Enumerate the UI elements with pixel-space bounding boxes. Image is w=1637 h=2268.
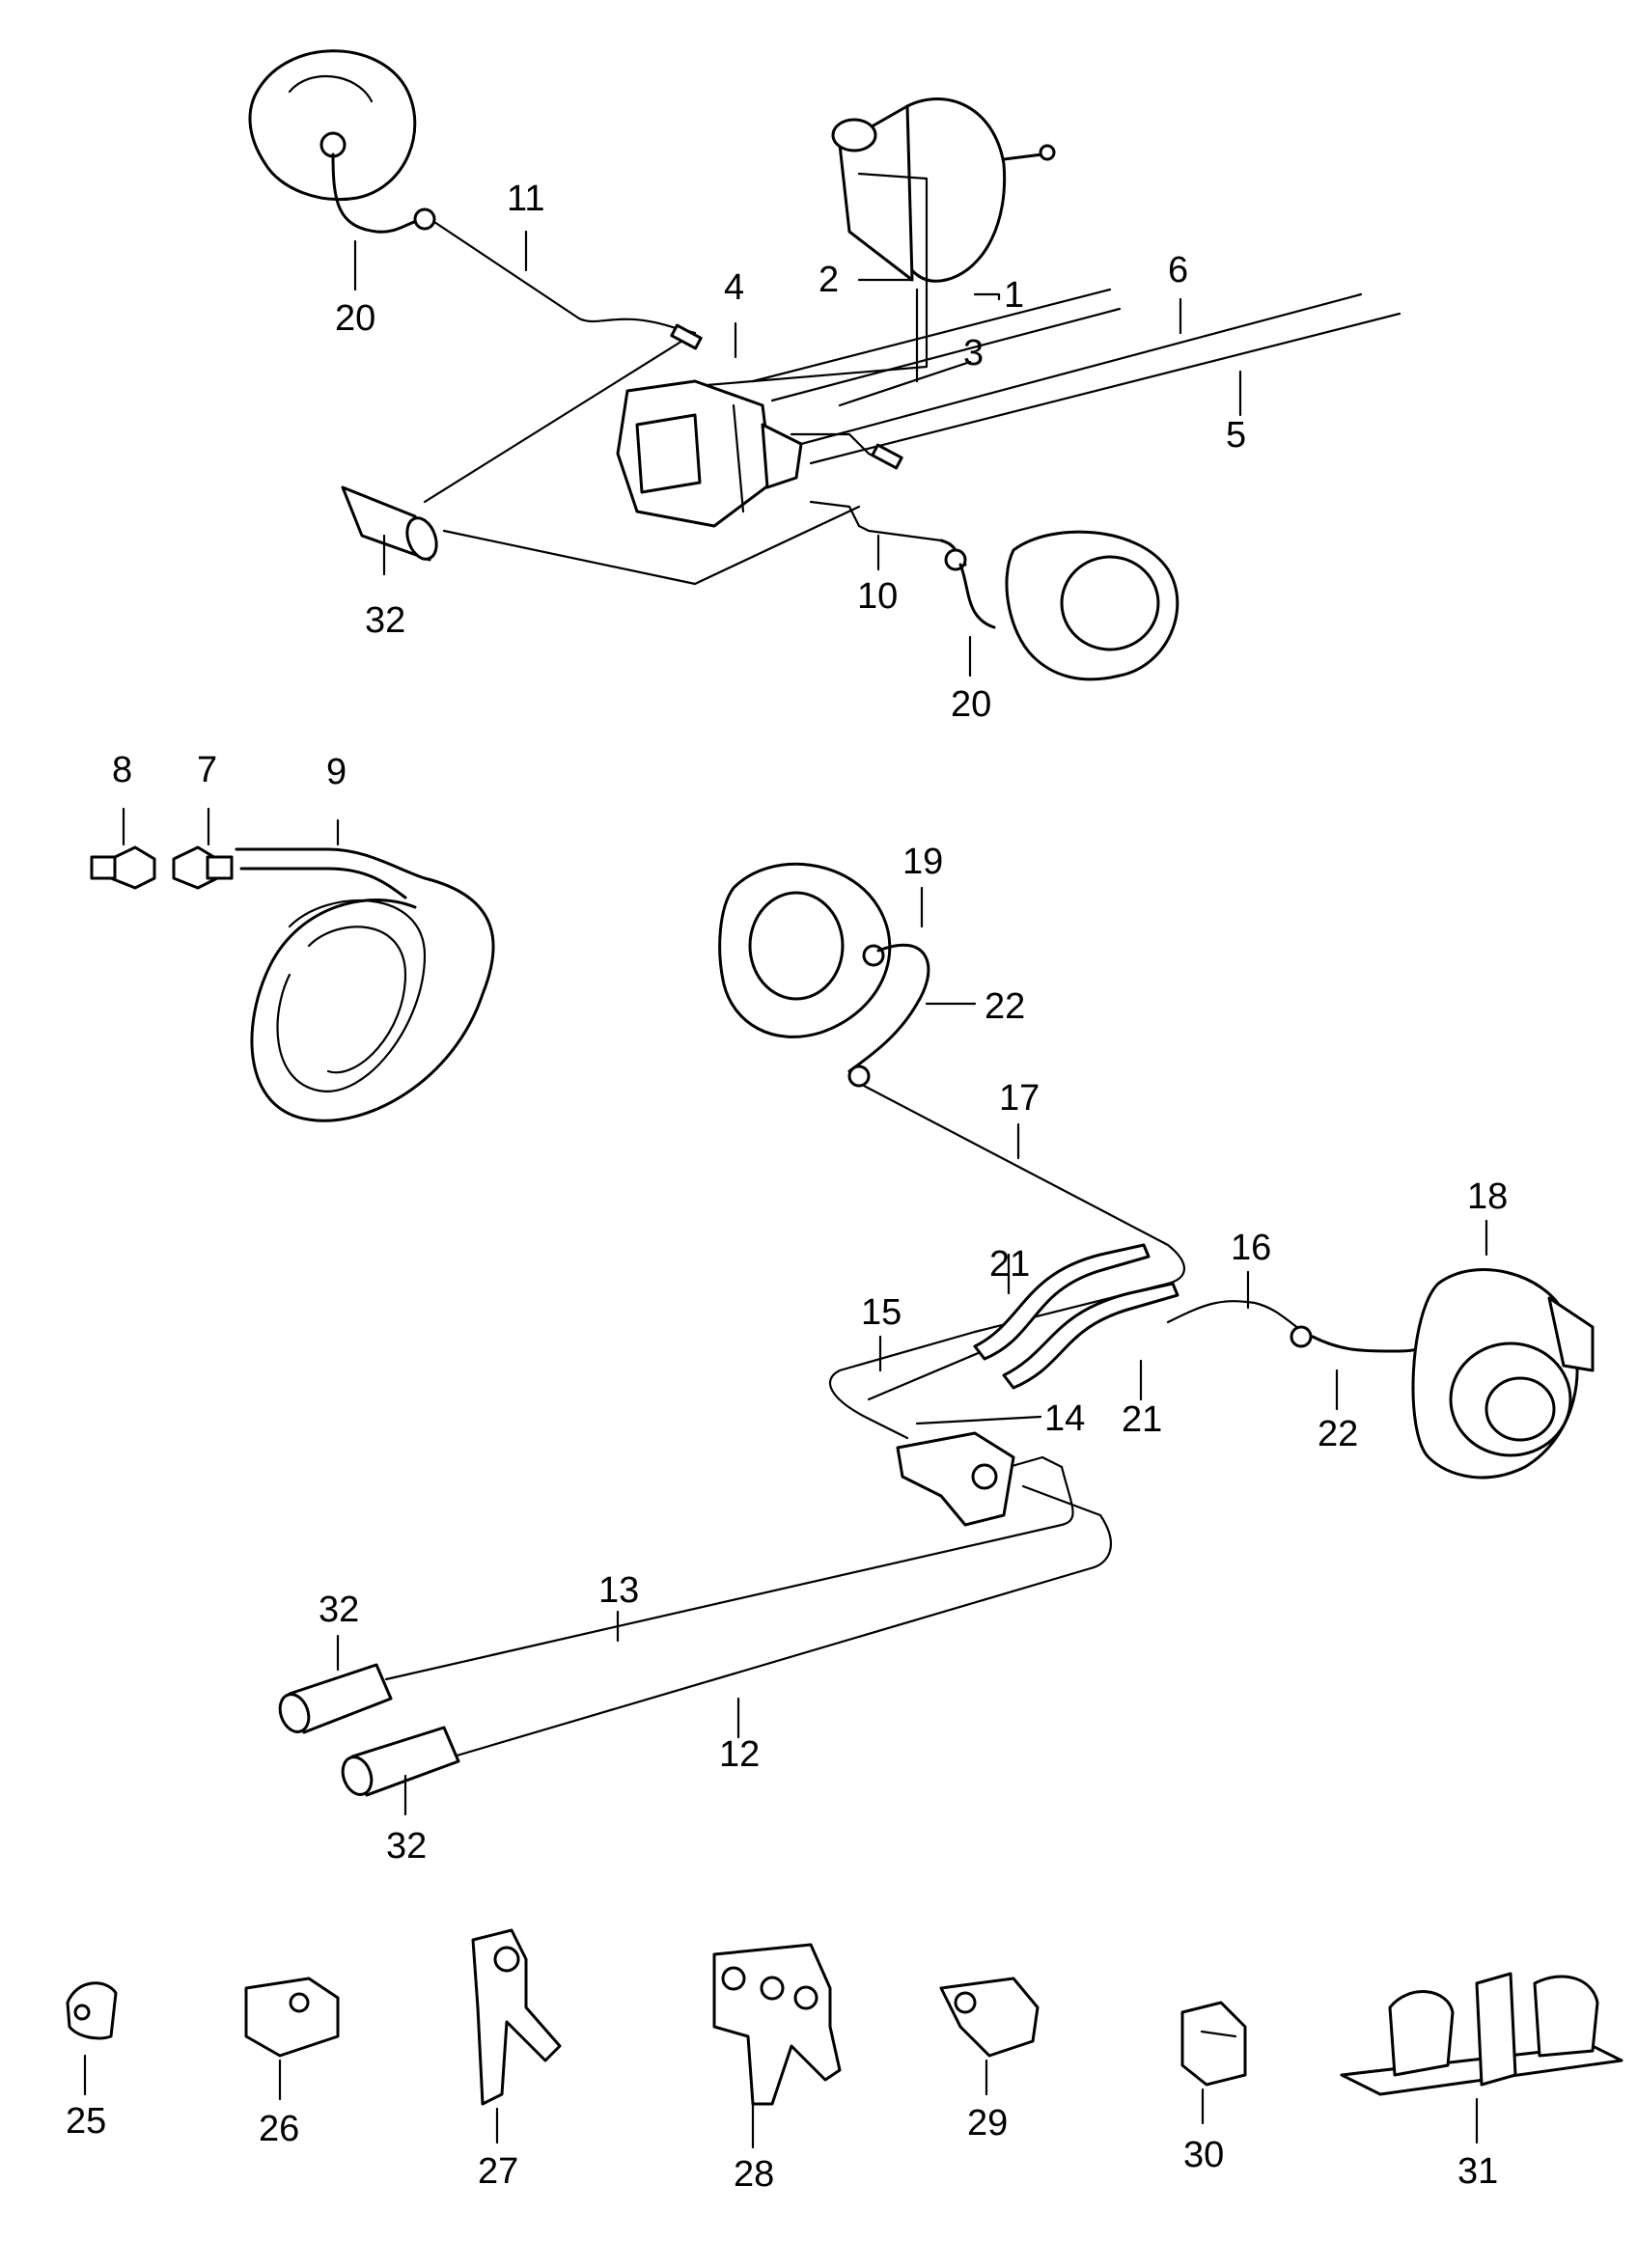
front-right-brake-disc — [939, 530, 1179, 681]
callout-17: 17 — [999, 1078, 1040, 1119]
callout-3: 3 — [963, 333, 984, 373]
callout-9: 9 — [326, 752, 347, 792]
callout-8: 8 — [112, 750, 132, 790]
callout-6: 6 — [1168, 250, 1188, 290]
clip-28 — [712, 1943, 842, 2106]
clip-27 — [471, 1928, 562, 2106]
callout-4: 4 — [724, 267, 744, 308]
callout-11: 11 — [507, 179, 544, 219]
callout-21-upper: 21 — [989, 1244, 1030, 1285]
union-screw-7 — [172, 845, 234, 890]
callout-13: 13 — [598, 1570, 639, 1611]
callout-30: 30 — [1183, 2135, 1224, 2175]
callout-32-rear-upper: 32 — [319, 1590, 359, 1630]
rear-right-brake-drum — [1290, 1268, 1595, 1480]
clip-30 — [1180, 2001, 1247, 2087]
callout-18: 18 — [1467, 1176, 1508, 1217]
callout-21-lower: 21 — [1122, 1399, 1162, 1440]
brake-line-coil — [235, 847, 495, 1122]
callout-14: 14 — [1044, 1398, 1085, 1439]
brake-hose-21-upper — [973, 1243, 1151, 1361]
callout-16: 16 — [1231, 1228, 1271, 1268]
leader-lines — [83, 230, 1488, 2149]
hydraulic-unit — [616, 379, 803, 528]
brake-servo-master-cylinder — [693, 97, 1056, 388]
connector-32-rear-upper — [278, 1663, 393, 1734]
union-fitting-top-1 — [670, 323, 703, 350]
brake-hose-21-lower — [1002, 1282, 1179, 1390]
clip-26 — [244, 1977, 340, 2058]
clip-25 — [66, 1981, 118, 2040]
callout-20-front-left: 20 — [335, 298, 375, 339]
union-screw-8 — [90, 845, 156, 890]
callout-22-rear-right: 22 — [1318, 1414, 1358, 1454]
callout-31: 31 — [1457, 2151, 1498, 2192]
callout-20-front-right: 20 — [951, 684, 991, 725]
callout-12: 12 — [719, 1734, 760, 1775]
callout-32-top: 32 — [365, 600, 405, 641]
callout-32-rear-lower: 32 — [386, 1826, 427, 1867]
callout-15: 15 — [861, 1292, 902, 1333]
top-brake-lines — [423, 220, 1401, 586]
callout-28: 28 — [734, 2154, 774, 2195]
callout-22-rear-left: 22 — [985, 986, 1025, 1027]
callout-10: 10 — [857, 576, 898, 617]
front-left-brake-disc — [248, 49, 436, 234]
callout-5: 5 — [1226, 415, 1246, 456]
callout-26: 26 — [259, 2109, 299, 2149]
callout-2: 2 — [818, 260, 839, 300]
rear-left-brake-drum — [718, 862, 930, 1088]
callout-29: 29 — [967, 2103, 1008, 2144]
rear-brake-lines — [384, 1084, 1305, 1758]
clip-31 — [1340, 1972, 1623, 2096]
callout-labels: 1 2 3 4 5 6 7 8 9 10 11 12 13 14 15 16 1… — [66, 179, 1508, 2195]
union-fitting-top-2 — [871, 443, 903, 470]
clip-29 — [939, 1977, 1040, 2058]
connector-32-top — [341, 485, 438, 562]
callout-7: 7 — [197, 750, 217, 790]
callout-25: 25 — [66, 2101, 106, 2142]
callout-1: 1 — [1004, 275, 1024, 316]
brake-pressure-regulator — [896, 1431, 1015, 1527]
callout-19: 19 — [902, 842, 943, 882]
callout-27: 27 — [478, 2151, 518, 2192]
connector-32-rear-lower — [341, 1726, 460, 1797]
